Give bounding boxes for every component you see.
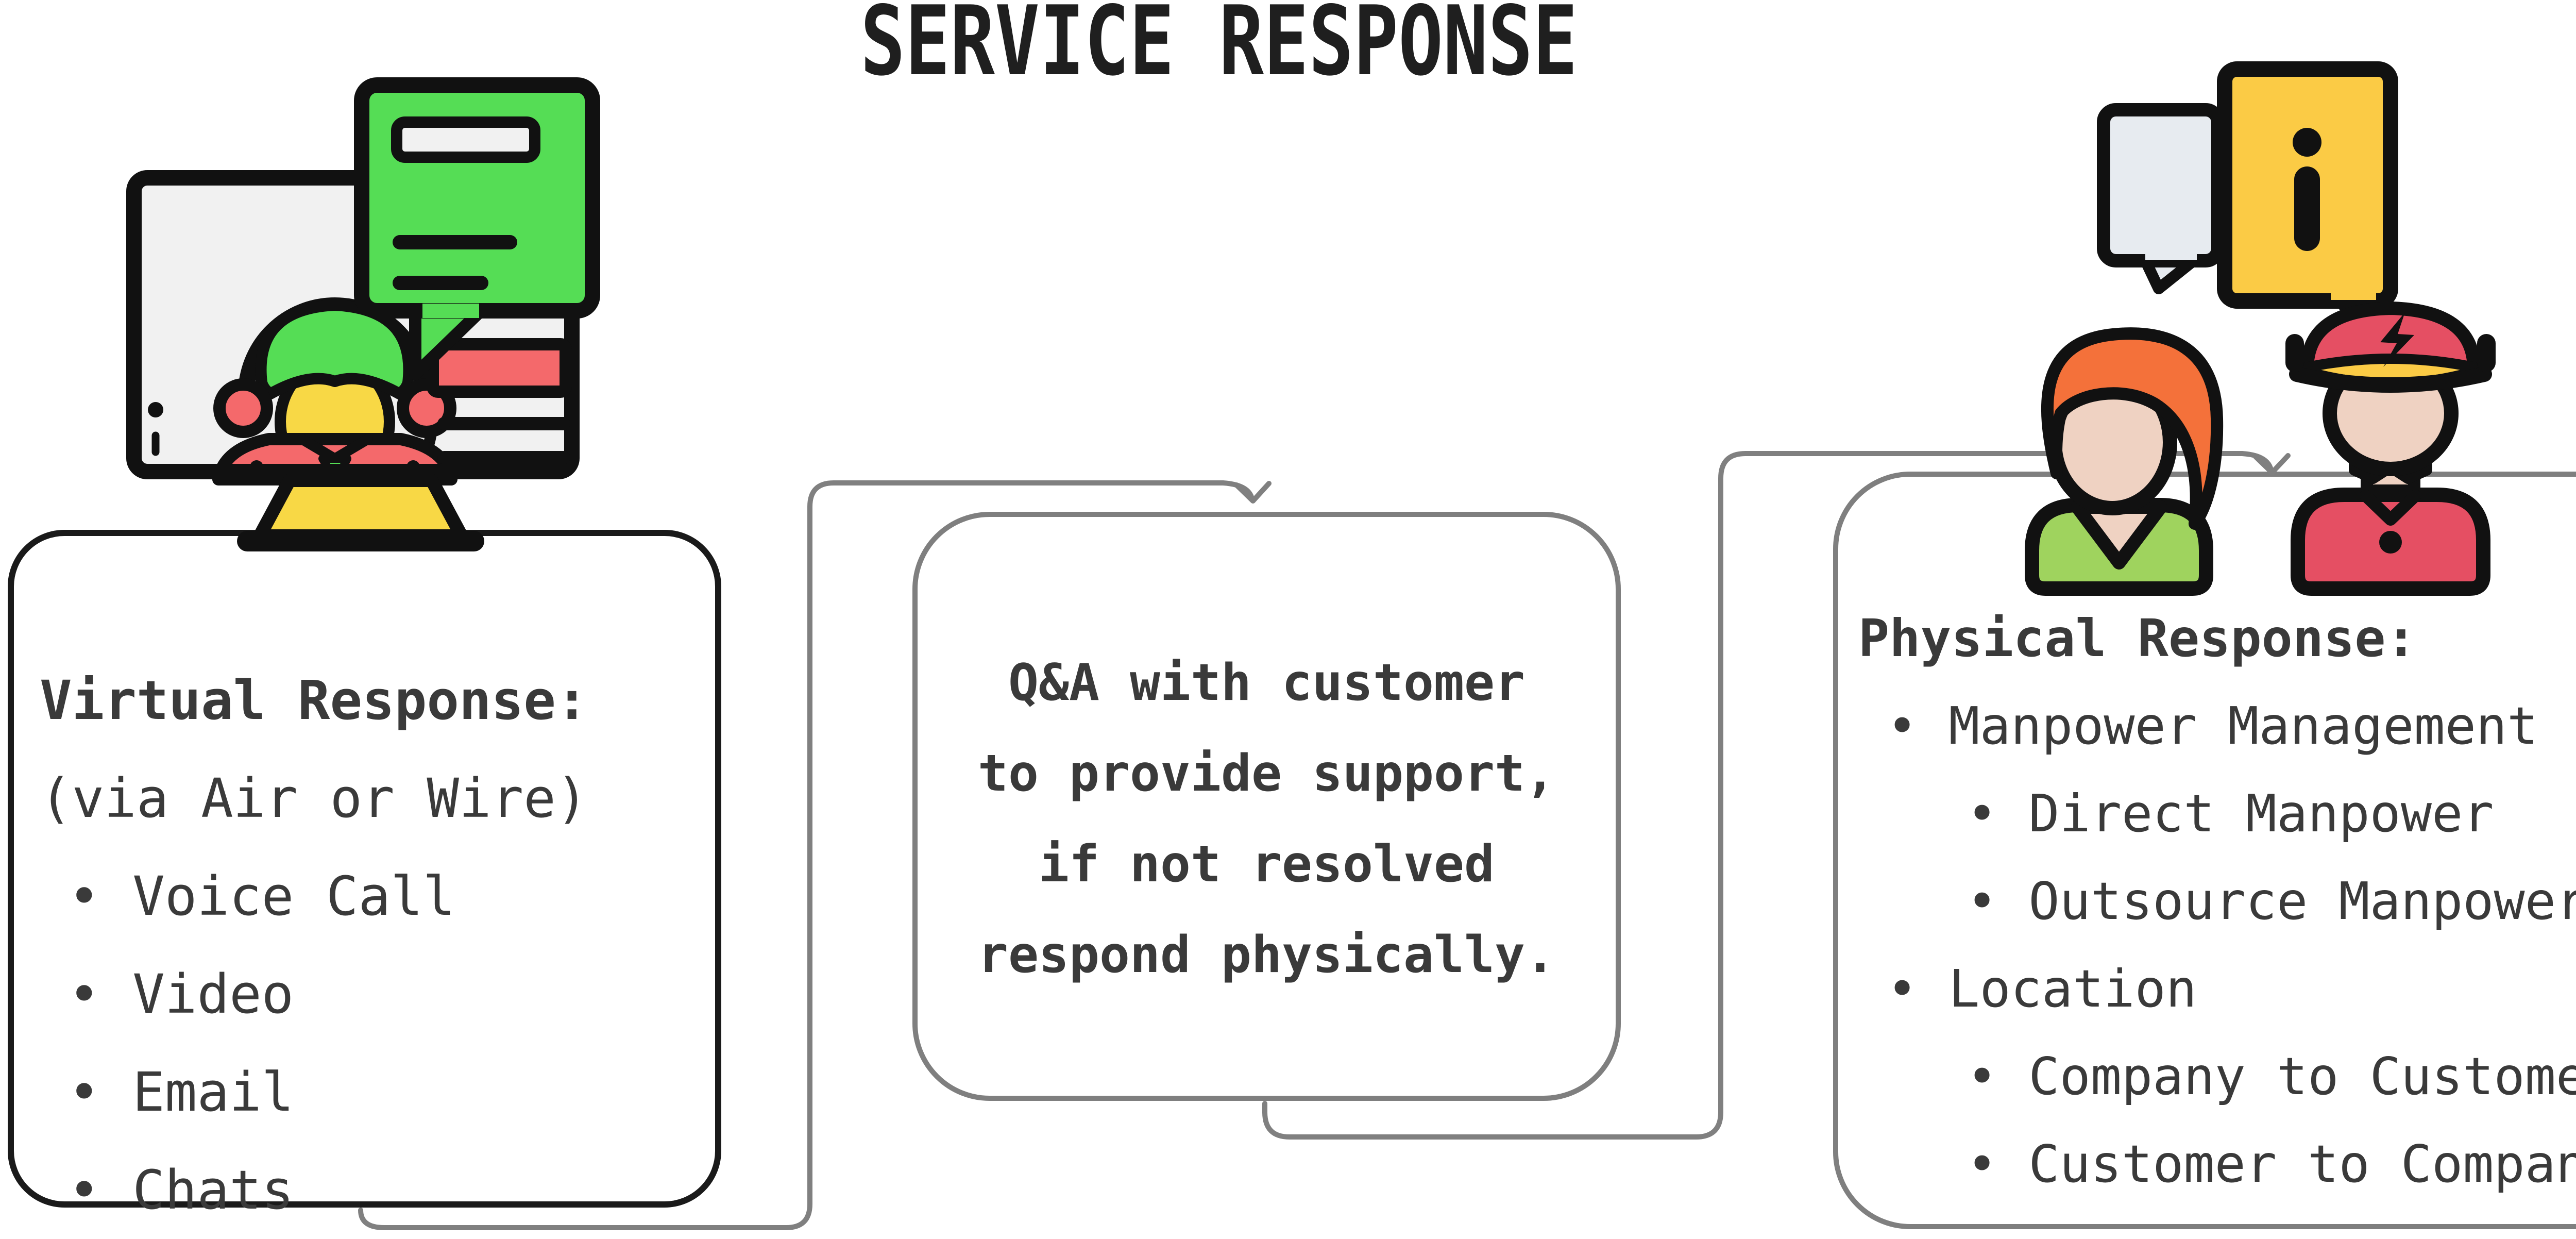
agent-face <box>275 356 395 488</box>
chat-bubble-icon <box>354 77 600 319</box>
shirt-dot <box>406 460 420 474</box>
gray-bubble-tail <box>2133 242 2216 294</box>
virtual-response-heading: Virtual Response: <box>40 669 588 732</box>
bullet-company-to-customer: • Company to Customer <box>1967 1046 2576 1107</box>
qa-text-line-4: respond physically. <box>977 926 1556 984</box>
chat-bubble-tail <box>409 282 510 380</box>
qa-support-box: Q&A with customer to provide support, if… <box>912 512 1621 1101</box>
virtual-response-box: Virtual Response: (via Air or Wire) • Vo… <box>8 530 721 1221</box>
agent-shirt <box>212 433 457 485</box>
cap-band <box>2289 366 2492 393</box>
bullet-chats: • Chats <box>68 1159 294 1221</box>
video-support-icon <box>126 77 600 551</box>
qa-text-line-1: Q&A with customer <box>1008 654 1526 712</box>
physical-response-heading: Physical Response: <box>1858 608 2417 668</box>
bullet-direct-manpower: • Direct Manpower <box>1967 783 2494 844</box>
page-title: SERVICE RESPONSE <box>860 0 1578 97</box>
screen-dot <box>148 402 163 417</box>
gray-speech-bubble-icon <box>2097 103 2225 267</box>
shirt-dot <box>250 460 263 474</box>
chat-bubble-stripe <box>391 116 540 163</box>
qa-text-line-2: to provide support, <box>977 744 1556 803</box>
agent-hair <box>255 299 415 399</box>
info-icon-dot <box>2293 128 2321 157</box>
bullet-email: • Email <box>68 1061 294 1124</box>
technician-face <box>2323 350 2459 476</box>
chat-bubble-seam-patch <box>422 304 479 318</box>
bullet-voice-call: • Voice Call <box>68 865 455 928</box>
cap-side-knob <box>2285 334 2304 372</box>
arrowhead-down-icon <box>1234 481 1272 504</box>
cap-brim <box>2294 354 2487 389</box>
headset-earcup <box>213 378 273 438</box>
arrowhead-down-icon <box>2253 453 2291 475</box>
virtual-response-subtitle: (via Air or Wire) <box>40 767 588 830</box>
headset-mic <box>302 430 436 498</box>
bullet-manpower-management: • Manpower Management <box>1887 696 2538 756</box>
bullet-video: • Video <box>68 963 294 1026</box>
yellow-bubble-tail <box>2318 281 2394 338</box>
yellow-bubble-seam-patch <box>2331 289 2376 300</box>
monitor-stand <box>253 474 468 543</box>
physical-response-box: Physical Response: • Manpower Management… <box>1833 472 2576 1229</box>
bullet-customer-to-company: • Customer to Company <box>1967 1134 2576 1194</box>
headset-earcup <box>397 378 456 438</box>
qa-text-line-3: if not resolved <box>1038 835 1495 894</box>
headset-band <box>238 297 432 403</box>
monitor-frame <box>126 170 580 479</box>
screen-red-banner <box>427 338 572 398</box>
technician-cap <box>2300 302 2481 376</box>
info-speech-bubble-icon <box>2217 61 2398 309</box>
bullet-outsource-manpower: • Outsource Manpower <box>1967 871 2576 931</box>
agent-tie <box>318 455 351 485</box>
monitor-screen <box>134 178 572 472</box>
agent-collar <box>297 434 373 464</box>
cap-side-knob <box>2477 334 2496 372</box>
bullet-location: • Location <box>1887 959 2197 1019</box>
gray-bubble-seam-patch <box>2145 248 2197 260</box>
lightning-bolt-icon <box>2380 312 2414 367</box>
